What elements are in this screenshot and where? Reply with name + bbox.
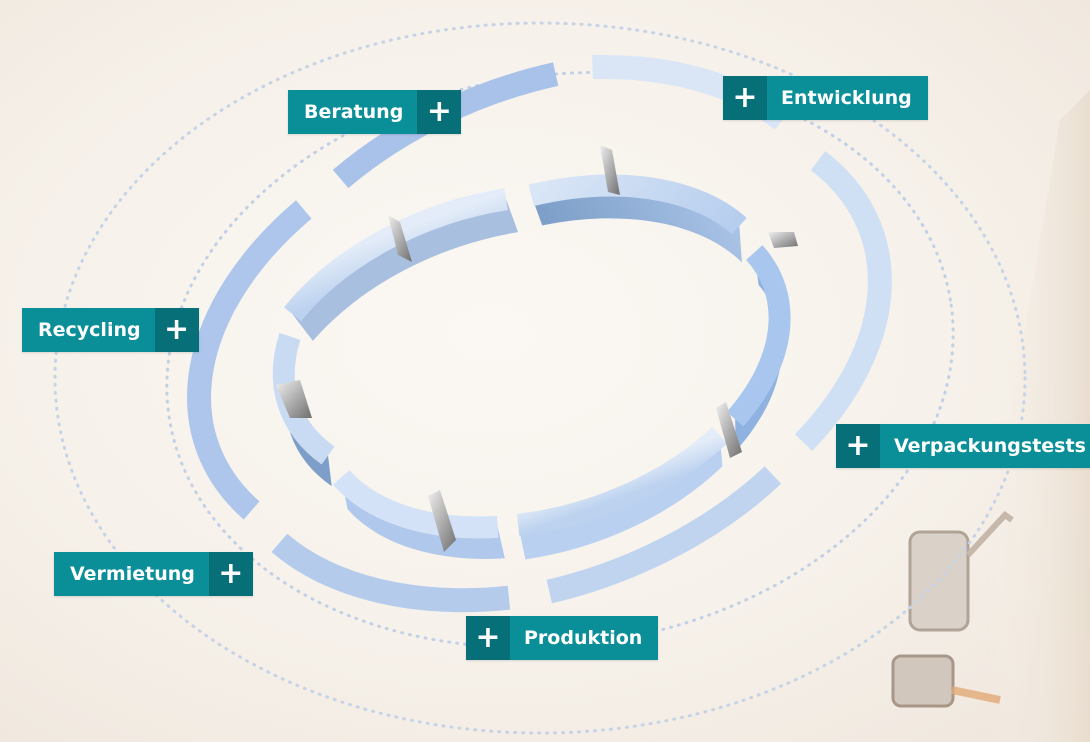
node-vermietung[interactable]: Vermietung + (54, 552, 253, 596)
outer-ring-segment-produktion (546, 466, 782, 604)
node-label: Vermietung (70, 563, 195, 585)
node-label: Entwicklung (781, 87, 912, 109)
inner-segment-entwicklung (528, 174, 747, 235)
truck-background-image (891, 90, 1090, 742)
node-beratung[interactable]: Beratung + (288, 90, 462, 134)
plus-icon[interactable]: + (154, 308, 199, 352)
segment-caps (276, 145, 798, 552)
outer-ring-segment-recycling (187, 200, 312, 520)
inner-segment-produktion (516, 427, 728, 536)
outer-ring-segment-vermietung (271, 533, 511, 613)
plus-icon[interactable]: + (417, 90, 462, 134)
inner-segment-beratung (283, 188, 508, 322)
inner-3d-ring (272, 174, 791, 560)
plus-icon[interactable]: + (466, 616, 510, 660)
node-produktion[interactable]: Produktion + (466, 616, 659, 660)
plus-icon[interactable]: + (836, 424, 880, 468)
node-label: Verpackungstests (894, 435, 1086, 457)
inner-segment-verpackungstests (726, 245, 791, 427)
node-label: Produktion (524, 627, 643, 649)
node-recycling[interactable]: Recycling + (22, 308, 199, 352)
node-entwicklung[interactable]: Entwicklung + (723, 76, 928, 120)
node-verpackungstests[interactable]: Verpackungstests + (836, 424, 1090, 468)
plus-icon[interactable]: + (208, 552, 253, 596)
mirror-shape-lower (891, 654, 955, 708)
outer-dotted-orbit (53, 21, 1027, 735)
plus-icon[interactable]: + (723, 76, 767, 120)
outer-ring-segment-verpackungstests (795, 151, 892, 451)
node-label: Beratung (304, 101, 404, 123)
node-label: Recycling (38, 319, 141, 341)
inner-segment-vermietung (333, 469, 499, 539)
